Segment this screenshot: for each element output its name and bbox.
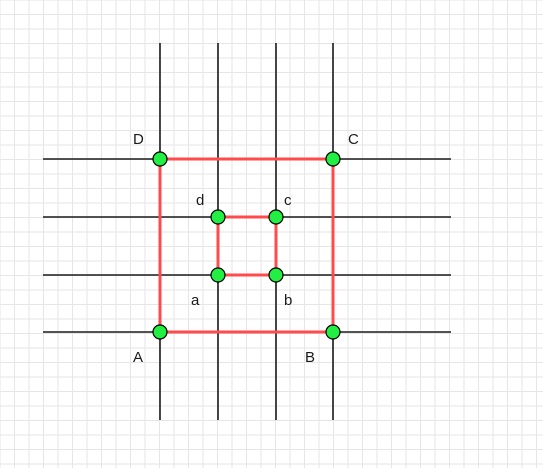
point-b[interactable] [268, 267, 284, 283]
label-b: b [284, 292, 292, 309]
label-d: d [196, 192, 204, 209]
point-D[interactable] [152, 151, 168, 167]
label-B: B [305, 349, 315, 366]
point-c[interactable] [268, 209, 284, 225]
point-A[interactable] [152, 324, 168, 340]
label-A: A [133, 349, 143, 366]
point-d[interactable] [210, 209, 226, 225]
point-a[interactable] [210, 267, 226, 283]
points-layer [152, 151, 341, 340]
outer-square [158, 157, 335, 334]
labels-layer: A B C D a b c d [133, 131, 359, 366]
inner-square [216, 215, 278, 277]
point-C[interactable] [325, 151, 341, 167]
label-D: D [133, 131, 144, 148]
point-B[interactable] [325, 324, 341, 340]
label-c: c [284, 192, 292, 209]
label-C: C [348, 131, 359, 148]
label-a: a [191, 292, 200, 309]
